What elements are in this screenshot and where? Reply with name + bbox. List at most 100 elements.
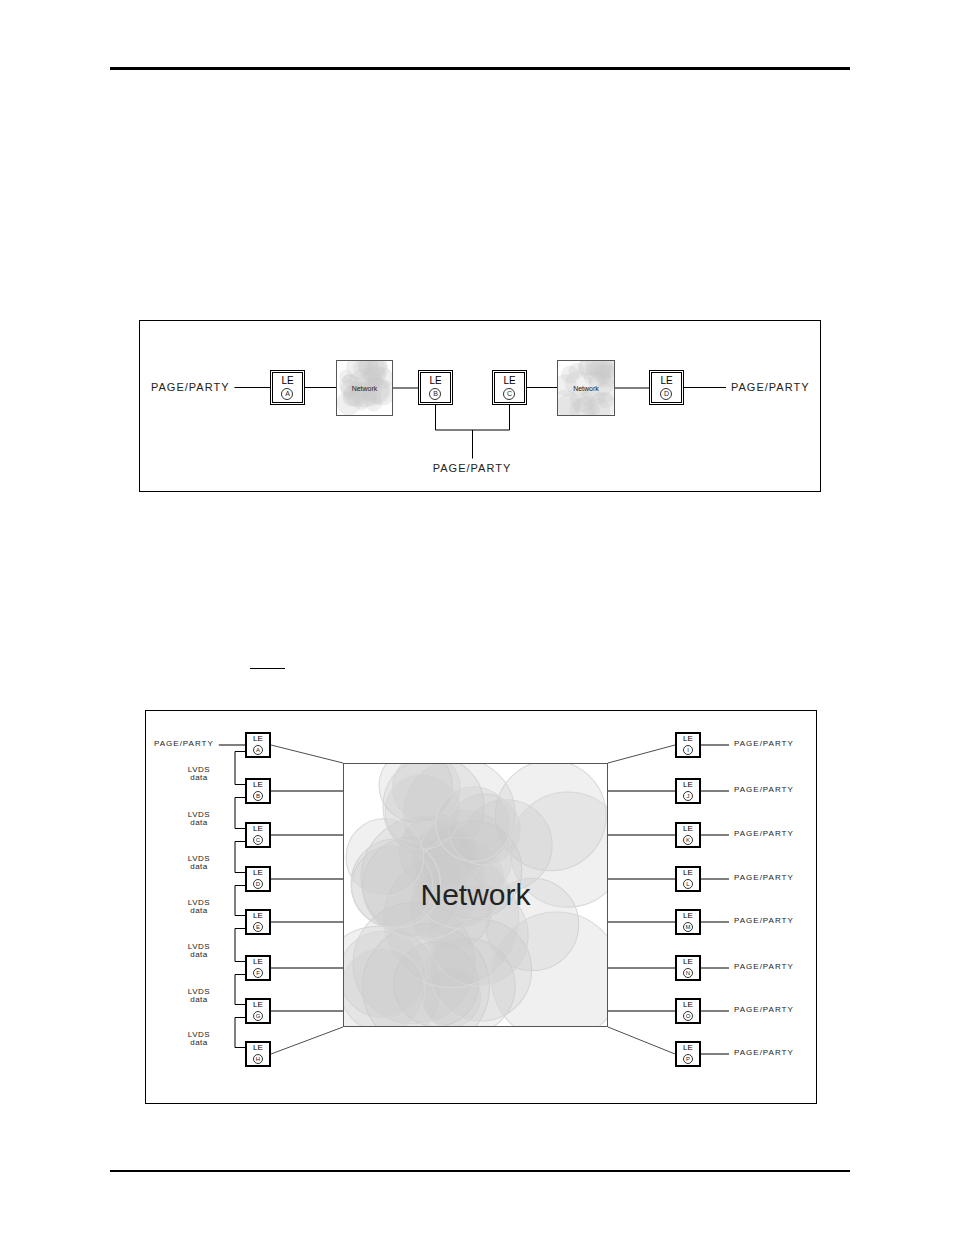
line-equipment-box: LE F <box>245 955 271 981</box>
circled-letter: G <box>253 1011 263 1021</box>
line-equipment-box: LEK <box>675 822 701 848</box>
circled-letter: H <box>253 1054 263 1064</box>
node-content: LE F <box>253 958 263 978</box>
line-equipment-box: LED <box>649 370 684 405</box>
node-content: Network <box>573 385 599 392</box>
signal-label: PAGE/PARTY <box>733 917 795 925</box>
node-content: LEB <box>253 781 263 801</box>
signal-label: PAGE/PARTY <box>733 1049 795 1057</box>
network-link <box>271 791 343 792</box>
figure-frame <box>146 711 817 1104</box>
node-content: Network <box>420 878 530 912</box>
circled-letter: N <box>683 968 693 978</box>
box-label: LE <box>683 912 693 920</box>
box-label: LE <box>683 869 693 877</box>
circled-letter: B <box>253 791 263 801</box>
signal-label: PAGE/PARTY <box>432 463 512 474</box>
line-equipment-box: LEM <box>675 909 701 935</box>
line-equipment-box: LEB <box>245 778 271 804</box>
box-label: LE <box>683 958 693 966</box>
leader-line <box>701 1011 729 1012</box>
network-link <box>393 388 418 389</box>
network-label: Network <box>420 878 530 912</box>
network-cloud: Network <box>557 360 615 416</box>
node-content: LE L <box>683 869 693 889</box>
circled-letter: A <box>281 388 293 400</box>
signal-label: PAGE/PARTY <box>733 1006 795 1014</box>
box-label: LE <box>281 376 293 386</box>
lvds-link <box>235 752 245 785</box>
box-label: LE <box>660 376 672 386</box>
network-link <box>271 968 343 969</box>
network-link <box>271 1027 343 1054</box>
signal-label: PAGE/PARTY <box>733 963 795 971</box>
line-equipment-box: LE A <box>270 370 305 405</box>
node-content: LEK <box>683 825 693 845</box>
box-label: LE <box>253 912 263 920</box>
box-label: LE <box>253 1044 263 1052</box>
leader-line <box>684 387 726 388</box>
cloud-puff <box>561 366 579 384</box>
link-label: LVDS data <box>185 811 213 827</box>
line-equipment-box: LE L <box>675 866 701 892</box>
network-label: Network <box>573 385 599 392</box>
figure-frame <box>140 321 821 492</box>
line-equipment-box: LEP <box>675 1041 701 1067</box>
leader-line <box>701 879 729 880</box>
network-link <box>271 1011 343 1012</box>
line-equipment-box: LEA <box>245 732 271 758</box>
cloud-puff <box>346 819 424 896</box>
node-content: LEC <box>503 376 515 400</box>
node-content: LEP <box>683 1044 693 1064</box>
underline <box>250 668 285 669</box>
node-content: LE H <box>253 1044 263 1064</box>
line-equipment-box: LEI <box>675 732 701 758</box>
link-label: LVDS data <box>185 1031 213 1047</box>
leader-line <box>234 387 270 388</box>
signal-label: PAGE/PARTY <box>733 874 795 882</box>
circled-letter: I <box>683 745 693 755</box>
node-content: LEI <box>683 735 693 755</box>
node-content: LE N <box>683 958 693 978</box>
node-content: LEJ <box>683 781 693 801</box>
circled-letter: E <box>253 922 263 932</box>
lvds-link <box>235 886 245 916</box>
circled-letter: B <box>429 388 441 400</box>
node-content: LE A <box>281 376 293 400</box>
line-equipment-box: LE G <box>245 998 271 1024</box>
signal-label: PAGE/PARTY <box>150 382 230 393</box>
circled-letter: F <box>253 968 263 978</box>
box-label: LE <box>253 958 263 966</box>
network-link <box>608 968 675 969</box>
line-equipment-box: LE H <box>245 1041 271 1067</box>
bracket-line <box>436 405 510 430</box>
cloud-puff <box>344 948 425 1026</box>
network-link <box>608 791 675 792</box>
node-content: LED <box>253 869 263 889</box>
box-label: LE <box>683 1001 693 1009</box>
cloud-puff <box>578 391 593 405</box>
network-link <box>305 387 336 388</box>
node-content: LEC <box>253 825 263 845</box>
circled-letter: D <box>253 879 263 889</box>
box-label: LE <box>253 1001 263 1009</box>
network-link <box>608 1027 675 1054</box>
circled-letter: A <box>253 745 263 755</box>
line-equipment-box: LEJ <box>675 778 701 804</box>
network-link <box>608 1011 675 1012</box>
line-equipment-box: LEB <box>418 370 453 405</box>
link-label: LVDS data <box>185 855 213 871</box>
top-rule <box>110 67 850 70</box>
leader-line <box>701 835 729 836</box>
cloud-puff <box>436 787 511 862</box>
leader-line <box>472 430 473 459</box>
network-link <box>608 835 675 836</box>
box-label: LE <box>253 825 263 833</box>
signal-label: PAGE/PARTY <box>730 382 810 393</box>
node-content: LE E <box>253 912 263 932</box>
circled-letter: L <box>683 879 693 889</box>
signal-label: PAGE/PARTY <box>733 740 795 748</box>
network-link <box>271 745 343 763</box>
